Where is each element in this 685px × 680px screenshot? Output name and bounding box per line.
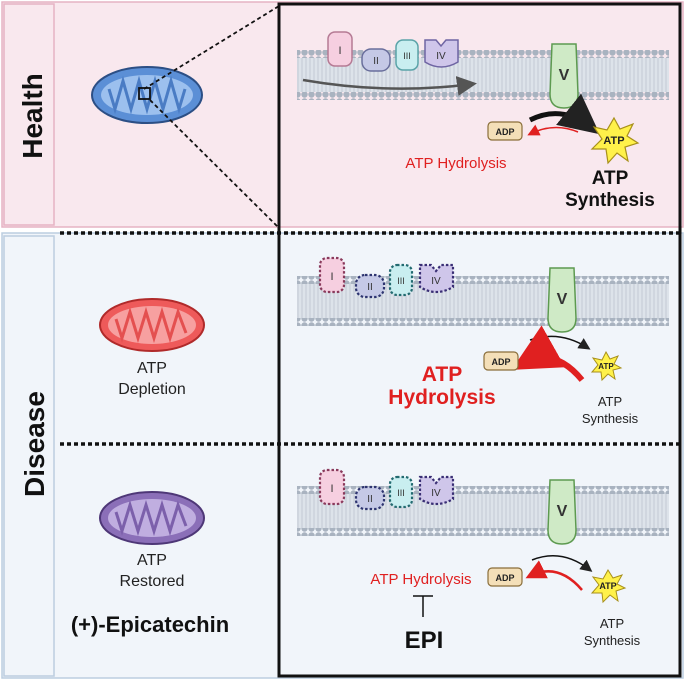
synthesis-arrow-health xyxy=(528,93,600,135)
svg-text:II: II xyxy=(367,282,373,293)
atp-star-health: ATP xyxy=(590,116,640,165)
synthesis-label-disease-1: ATP xyxy=(598,394,622,409)
atp-star-disease: ATP xyxy=(590,350,623,382)
svg-text:ATP: ATP xyxy=(598,362,614,371)
svg-text:ATP: ATP xyxy=(603,135,624,147)
hydrolysis-label-disease-2: Hydrolysis xyxy=(388,386,495,409)
svg-text:V: V xyxy=(557,503,568,520)
mitochondrion-depleted xyxy=(99,298,205,352)
treatment-label: (+)-Epicatechin xyxy=(71,612,229,637)
complex-V-disease: V xyxy=(547,267,577,333)
inhibitor-label: EPI xyxy=(405,627,444,654)
health-label-box: Health xyxy=(3,3,55,226)
hydrolysis-arrow-disease xyxy=(511,325,585,382)
adp-treated: ADP xyxy=(487,567,523,587)
inhibition-symbol xyxy=(413,595,433,617)
membrane-health xyxy=(297,50,669,100)
svg-text:ADP: ADP xyxy=(491,357,510,367)
membrane-treated xyxy=(297,486,669,536)
svg-text:III: III xyxy=(397,276,405,286)
complex-III-treated: III xyxy=(388,475,414,509)
complex-I-health: I xyxy=(327,31,353,67)
health-label: Health xyxy=(17,73,48,159)
svg-text:ATP: ATP xyxy=(599,581,616,591)
zoom-line-bottom xyxy=(149,99,280,229)
complex-II-health: II xyxy=(361,48,391,72)
svg-text:II: II xyxy=(373,56,379,67)
mitochondrion-healthy xyxy=(91,66,203,124)
zoom-frame xyxy=(277,2,682,678)
svg-text:IV: IV xyxy=(436,51,446,62)
depleted-caption-line1: ATP xyxy=(137,360,167,377)
complex-I-disease: I xyxy=(318,256,346,294)
synthesis-label-health-2: Synthesis xyxy=(565,190,655,211)
svg-text:I: I xyxy=(330,271,333,283)
synthesis-label-treated-2: Synthesis xyxy=(584,633,641,648)
atp-star-treated: ATP xyxy=(590,569,627,604)
adp-disease: ADP xyxy=(483,351,519,371)
svg-text:IV: IV xyxy=(431,276,441,287)
zoom-line-top xyxy=(143,5,280,90)
hydrolysis-label-health: ATP Hydrolysis xyxy=(405,155,506,172)
synthesis-label-disease-2: Synthesis xyxy=(582,411,639,426)
complex-IV-treated: IV xyxy=(418,475,455,506)
complex-III-health: III xyxy=(395,39,419,71)
svg-text:I: I xyxy=(338,45,341,57)
svg-text:ADP: ADP xyxy=(495,573,514,583)
depleted-caption-line2: Depletion xyxy=(118,381,186,398)
svg-text:V: V xyxy=(557,291,568,308)
hydrolysis-label-treated: ATP Hydrolysis xyxy=(370,571,471,588)
hydrolysis-arrow-treated xyxy=(525,560,583,591)
svg-text:I: I xyxy=(330,483,333,495)
synthesis-label-health-1: ATP xyxy=(592,168,629,189)
disease-label-box: Disease xyxy=(3,235,55,677)
complex-I-treated: I xyxy=(318,468,346,506)
electron-flow-arrow xyxy=(302,76,477,96)
restored-caption-line1: ATP xyxy=(137,552,167,569)
complex-IV-disease: IV xyxy=(418,263,455,294)
hydrolysis-arrow-health xyxy=(527,124,579,136)
complex-III-disease: III xyxy=(388,263,414,297)
svg-text:III: III xyxy=(397,488,405,498)
disease-label: Disease xyxy=(19,391,50,497)
synthesis-label-treated-1: ATP xyxy=(600,616,624,631)
synthesis-arrow-treated xyxy=(531,555,593,572)
mitochondrion-restored xyxy=(99,491,205,545)
complex-V-treated: V xyxy=(547,479,577,545)
complex-II-treated: II xyxy=(354,485,386,511)
svg-text:II: II xyxy=(367,494,373,505)
hydrolysis-label-disease-1: ATP xyxy=(422,363,462,386)
membrane-disease xyxy=(297,276,669,326)
svg-text:IV: IV xyxy=(431,488,441,499)
complex-V-health: V xyxy=(549,43,579,109)
svg-text:V: V xyxy=(559,67,570,84)
svg-text:ADP: ADP xyxy=(495,127,514,137)
complex-IV-health: IV xyxy=(424,39,459,68)
restored-caption-line2: Restored xyxy=(120,573,185,590)
adp-health: ADP xyxy=(487,121,523,141)
svg-text:III: III xyxy=(403,51,411,61)
complex-II-disease: II xyxy=(354,273,386,299)
